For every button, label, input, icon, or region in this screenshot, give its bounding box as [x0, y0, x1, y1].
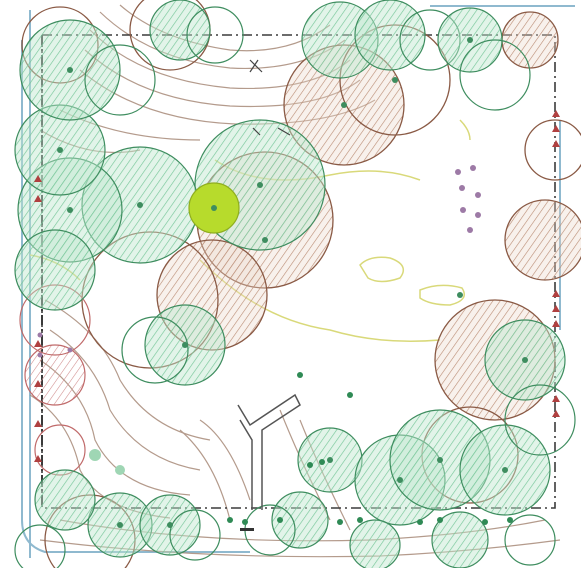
- red-canopies: [19, 284, 91, 476]
- gate-marker: [240, 528, 254, 531]
- tree-trunk-dots: [57, 37, 528, 528]
- walkway: [237, 393, 301, 510]
- green-canopies: [14, 0, 576, 568]
- green-shrub-markers: [89, 372, 513, 525]
- triangle-markers: [34, 110, 560, 462]
- survey-marks: [249, 59, 291, 136]
- shrub-dots: [37, 165, 481, 358]
